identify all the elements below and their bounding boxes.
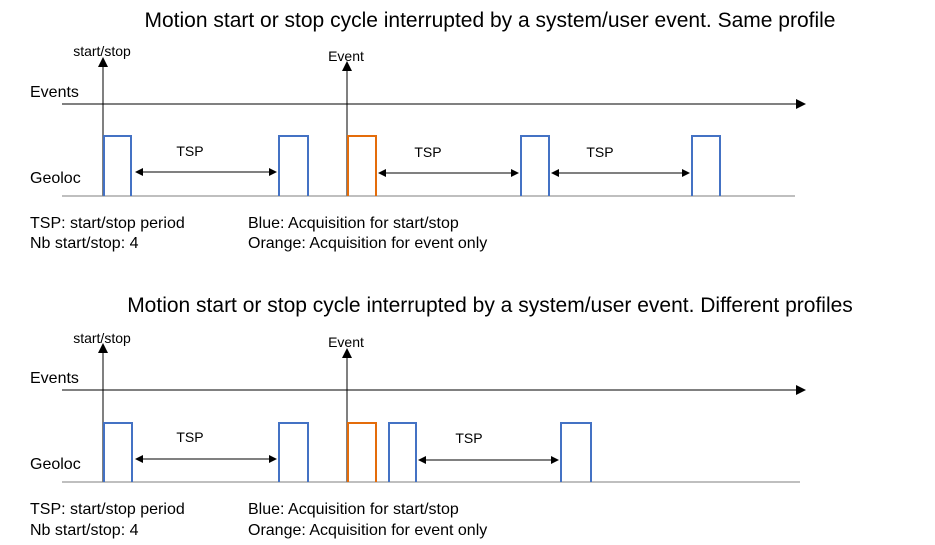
acquisition-pulse-start-stop: [103, 422, 133, 482]
acquisition-pulse-event: [347, 422, 377, 482]
start-stop-label: start/stop: [73, 43, 131, 59]
acquisition-pulse-start-stop: [103, 135, 132, 196]
acquisition-pulse-start-stop: [388, 422, 417, 482]
events-row-label: Events: [30, 84, 79, 101]
legend-blue: Blue: Acquisition for start/stop: [248, 501, 459, 518]
legend-tsp-definition: TSP: start/stop period: [30, 215, 185, 232]
legend-nb-start-stop: Nb start/stop: 4: [30, 522, 139, 539]
acquisition-pulse-start-stop: [691, 135, 721, 196]
acquisition-pulse-event: [347, 135, 377, 196]
panel-2-title: Motion start or stop cycle interrupted b…: [127, 294, 853, 317]
start-stop-label: start/stop: [73, 330, 131, 346]
acquisition-pulse-start-stop: [278, 422, 309, 482]
geoloc-row-label: Geoloc: [30, 456, 81, 473]
panel-same-profile: Motion start or stop cycle interrupted b…: [30, 9, 835, 252]
events-row-label: Events: [30, 370, 79, 387]
panel-1-title: Motion start or stop cycle interrupted b…: [145, 9, 836, 32]
event-label: Event: [328, 48, 364, 64]
tsp-label: TSP: [455, 430, 482, 446]
event-label: Event: [328, 334, 364, 350]
legend-nb-start-stop: Nb start/stop: 4: [30, 235, 139, 252]
geoloc-row-label: Geoloc: [30, 170, 81, 187]
acquisition-pulse-start-stop: [520, 135, 550, 196]
acquisition-pulse-start-stop: [560, 422, 592, 482]
legend-blue: Blue: Acquisition for start/stop: [248, 215, 459, 232]
panel-different-profiles: Motion start or stop cycle interrupted b…: [30, 294, 853, 539]
legend-orange: Orange: Acquisition for event only: [248, 235, 487, 252]
tsp-label: TSP: [176, 429, 203, 445]
tsp-label: TSP: [586, 144, 613, 160]
tsp-label: TSP: [176, 143, 203, 159]
acquisition-pulse-start-stop: [278, 135, 309, 196]
legend-tsp-definition: TSP: start/stop period: [30, 501, 185, 518]
legend-orange: Orange: Acquisition for event only: [248, 522, 487, 539]
tsp-label: TSP: [414, 144, 441, 160]
